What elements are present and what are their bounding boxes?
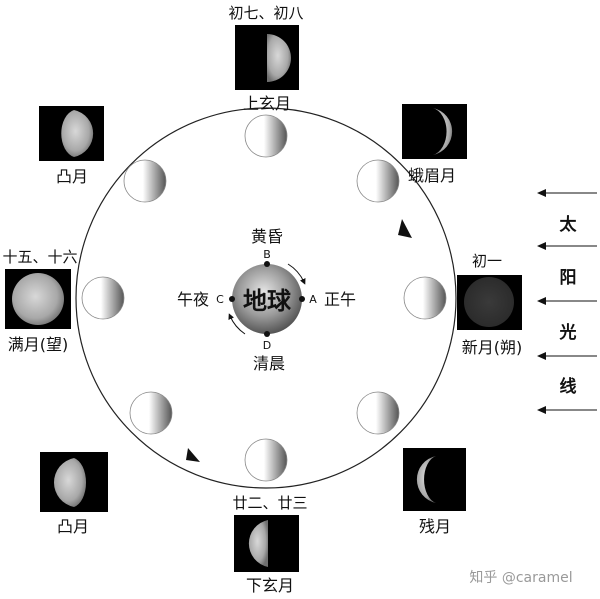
phase-waning-crescent: 残月 [403, 448, 466, 536]
point-c-letter: C [216, 293, 224, 306]
orbit-arrow-bottom [186, 448, 200, 462]
orbit-moon-lower-right [356, 391, 400, 435]
sunlight-char-1: 太 [560, 214, 578, 235]
phase-new-moon: 初一 新月(朔) [457, 252, 522, 357]
crescent-name: 蛾眉月 [408, 166, 456, 185]
waning-crescent-moon [416, 456, 436, 503]
first-quarter-moon [267, 34, 291, 82]
full-moon-name: 满月(望) [8, 335, 69, 354]
point-a-dot [299, 296, 305, 302]
sun-ray-3-head [537, 297, 546, 305]
full-moon-disc [12, 273, 64, 325]
point-a-letter: A [309, 293, 317, 306]
last-quarter-date: 廿二、廿三 [232, 494, 307, 512]
earth [232, 264, 302, 334]
orbit-moon-lower-left [129, 391, 173, 435]
rotation-arrow-bottom [228, 313, 246, 335]
orbit-moons [81, 114, 447, 482]
phase-gibbous-lower: 凸月 [40, 452, 108, 536]
waning-crescent-photo [403, 448, 466, 511]
phase-last-quarter: 廿二、廿三 下玄月 [232, 494, 307, 595]
point-d-letter: D [263, 339, 271, 352]
orbit-moon-right [403, 276, 447, 320]
orbit-moon-left [81, 276, 125, 320]
earth-label: 地球 [243, 287, 292, 315]
orbit-moon-top [244, 114, 288, 158]
sunlight-char-3: 光 [559, 322, 577, 343]
point-b-label: 黄昏 [251, 227, 283, 246]
new-moon-name: 新月(朔) [462, 338, 523, 357]
gibbous-upper-moon [61, 110, 94, 157]
phase-gibbous-upper: 凸月 [39, 106, 104, 186]
sun-ray-4-head [537, 352, 546, 360]
sunlight-arrows: 太 阳 光 线 [537, 189, 597, 414]
sunlight-char-4: 线 [560, 376, 577, 397]
phase-crescent: 蛾眉月 [402, 104, 467, 185]
rotation-arrow-top [287, 263, 306, 285]
full-moon-date: 十五、十六 [2, 248, 77, 266]
orbit-moon-upper-left [123, 159, 167, 203]
point-a-label: 正午 [324, 290, 356, 309]
last-quarter-name: 下玄月 [246, 576, 294, 595]
gibbous-lower-name: 凸月 [57, 517, 89, 536]
point-c-label: 午夜 [177, 290, 209, 309]
orbit-moon-bottom [244, 438, 288, 482]
point-d-dot [264, 331, 270, 337]
new-moon-disc [464, 277, 514, 327]
phase-full-moon: 十五、十六 满月(望) [2, 248, 77, 354]
orbit-arrow-right [398, 219, 412, 238]
sun-ray-1-head [537, 189, 546, 197]
phase-first-quarter: 初七、初八 上玄月 [228, 4, 303, 113]
waning-crescent-name: 残月 [419, 517, 451, 536]
first-quarter-date: 初七、初八 [228, 4, 303, 22]
new-moon-date: 初一 [472, 252, 502, 270]
gibbous-lower-moon [53, 458, 87, 507]
point-b-letter: B [263, 248, 271, 261]
orbit-moon-upper-right [356, 159, 400, 203]
point-c-dot [229, 296, 235, 302]
sun-ray-5-head [537, 406, 546, 414]
sunlight-char-2: 阳 [560, 268, 577, 288]
first-quarter-name: 上玄月 [243, 94, 291, 113]
point-b-dot [264, 261, 270, 267]
gibbous-upper-name: 凸月 [56, 167, 88, 186]
watermark: 知乎 @caramel [469, 569, 572, 586]
moon-orbit [75, 107, 457, 489]
last-quarter-moon [248, 520, 268, 567]
crescent-photo [402, 104, 467, 159]
point-d-label: 清晨 [253, 354, 285, 373]
sun-ray-2-head [537, 242, 546, 250]
crescent-moon [433, 108, 453, 155]
